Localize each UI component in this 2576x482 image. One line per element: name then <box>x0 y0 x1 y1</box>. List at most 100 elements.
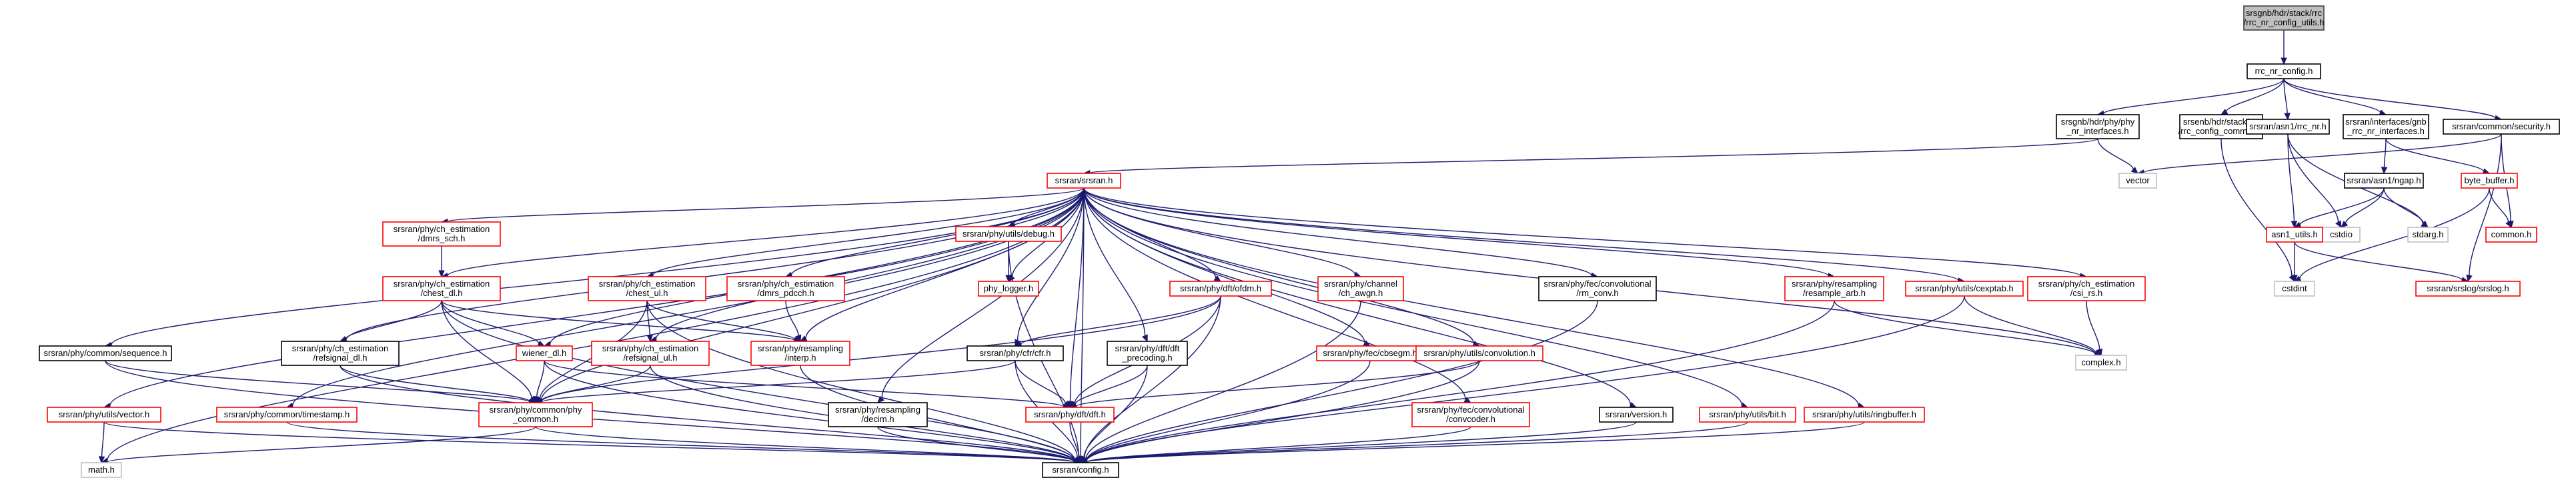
node-gnb_rrc_nr_if[interactable]: srsran/interfaces/gnb_rrc_nr_interfaces.… <box>2343 114 2429 139</box>
node-common_security[interactable]: srsran/common/security.h <box>2443 119 2560 135</box>
node-cbsegm[interactable]: srsran/phy/fec/cbsegm.h <box>1316 345 1424 361</box>
edge-common_security-to-srslog <box>2469 133 2502 276</box>
node-label-interp: /interp.h <box>785 353 816 363</box>
node-box-asn1_utils <box>2266 227 2323 243</box>
node-utils_bit[interactable]: srsran/phy/utils/bit.h <box>1699 407 1796 423</box>
edge-srsran_h-to-dft_h <box>1069 187 1085 402</box>
node-box-common_security <box>2443 119 2560 135</box>
node-version[interactable]: srsran/version.h <box>1599 407 1674 423</box>
node-complex_h[interactable]: complex.h <box>2075 355 2127 371</box>
node-dft_precoding[interactable]: srsran/phy/dft/dft_precoding.h <box>1107 341 1188 366</box>
node-label-interp: srsran/phy/resampling <box>758 343 843 353</box>
arrowhead-utils_debug-to-phy_logger <box>1005 275 1012 283</box>
edge-rrc_nr_config-to-phy_nr_if <box>2103 78 2285 114</box>
node-sequence[interactable]: srsran/phy/common/sequence.h <box>39 345 172 361</box>
node-timestamp[interactable]: srsran/phy/common/timestamp.h <box>216 407 358 423</box>
edge-phy_common-to-math_h <box>107 426 536 463</box>
node-label-dft_h: srsran/phy/dft/dft.h <box>1034 409 1106 419</box>
node-stdarg[interactable]: stdarg.h <box>2407 227 2449 243</box>
node-label-phy_nr_if: srsgnb/hdr/phy/phy <box>2061 117 2135 127</box>
edge-cfr-to-dft_h <box>1015 360 1066 404</box>
node-utils_vector[interactable]: srsran/phy/utils/vector.h <box>47 407 161 423</box>
node-refsignal_ul[interactable]: srsran/phy/ch_estimation/refsignal_ul.h <box>591 341 710 366</box>
node-asn1_rrc_nr[interactable]: srsran/asn1/rrc_nr.h <box>2246 119 2330 135</box>
node-convcoder[interactable]: srsran/phy/fec/convolutional/convcoder.h <box>1411 402 1530 427</box>
edge-phy_common-to-config_h <box>535 426 1075 463</box>
edge-chest_dl-to-wiener_dl <box>441 300 540 344</box>
node-decim[interactable]: srsran/phy/resampling/decim.h <box>828 402 928 427</box>
node-common_h[interactable]: common.h <box>2485 227 2537 243</box>
node-utils_convolution[interactable]: srsran/phy/utils/convolution.h <box>1415 345 1543 361</box>
node-cstdint[interactable]: cstdint <box>2274 281 2315 297</box>
node-label-asn1_rrc_nr: srsran/asn1/rrc_nr.h <box>2249 121 2327 131</box>
node-srslog[interactable]: srsran/srslog/srslog.h <box>2415 281 2521 297</box>
node-dft_ofdm[interactable]: srsran/phy/dft/ofdm.h <box>1169 281 1272 297</box>
node-interp[interactable]: srsran/phy/resampling/interp.h <box>750 341 850 366</box>
node-box-root <box>2243 5 2325 31</box>
node-root[interactable]: srsgnb/hdr/stack/rrc/rrc_nr_config_utils… <box>2243 5 2325 31</box>
edge-srsran_h-to-rm_conv <box>1083 187 1592 276</box>
node-box-timestamp <box>216 407 358 423</box>
node-resample_arb[interactable]: srsran/phy/resampling/resample_arb.h <box>1784 276 1884 301</box>
node-ringbuffer[interactable]: srsran/phy/utils/ringbuffer.h <box>1804 407 1925 423</box>
node-rrc_nr_config[interactable]: rrc_nr_config.h <box>2246 63 2321 79</box>
edge-common_security-to-vector <box>2143 133 2502 173</box>
node-ch_awgn[interactable]: srsran/phy/channel/ch_awgn.h <box>1317 276 1404 301</box>
edge-srsran_h-to-cfr <box>1017 187 1085 341</box>
node-dmrs_pdcch[interactable]: srsran/phy/ch_estimation/dmrs_pdcch.h <box>726 276 845 301</box>
node-box-dft_precoding <box>1107 341 1188 366</box>
node-cfr[interactable]: srsran/phy/cfr/cfr.h <box>967 345 1064 361</box>
node-box-complex_h <box>2075 355 2127 371</box>
edge-csi_rs-to-complex_h <box>2086 300 2100 350</box>
node-asn1_utils[interactable]: asn1_utils.h <box>2266 227 2323 243</box>
node-cexptab[interactable]: srsran/phy/utils/cexptab.h <box>1905 281 2024 297</box>
node-box-srsran_h <box>1047 173 1121 189</box>
node-vector[interactable]: vector <box>2118 173 2157 189</box>
node-rm_conv[interactable]: srsran/phy/fec/convolutional/rm_conv.h <box>1538 276 1657 301</box>
edge-rrc_nr_config-to-asn1_rrc_nr <box>2283 78 2288 114</box>
node-refsignal_dl[interactable]: srsran/phy/ch_estimation/refsignal_dl.h <box>281 341 400 366</box>
edge-srsran_h-to-cbsegm <box>1083 187 1365 343</box>
node-dft_h[interactable]: srsran/phy/dft/dft.h <box>1025 407 1115 423</box>
node-label-ringbuffer: srsran/phy/utils/ringbuffer.h <box>1812 409 1916 419</box>
node-cstdio[interactable]: cstdio <box>2322 227 2361 243</box>
edge-rrc_cfg_common-to-cstdint <box>2220 138 2293 276</box>
edge-srsran_h-to-utils_bit <box>1083 187 1743 406</box>
arrowhead-dmrs_sch-to-chest_dl <box>438 270 445 278</box>
arrowhead-common_security-to-srslog <box>2466 274 2473 283</box>
node-math_h[interactable]: math.h <box>81 462 122 478</box>
node-csi_rs[interactable]: srsran/phy/ch_estimation/csi_rs.h <box>2027 276 2146 301</box>
edge-refsignal_dl-to-phy_common <box>340 365 530 402</box>
node-srsran_h[interactable]: srsran/srsran.h <box>1047 173 1121 189</box>
node-label-vector: vector <box>2126 175 2150 185</box>
node-byte_buffer[interactable]: byte_buffer.h <box>2461 173 2518 189</box>
node-box-byte_buffer <box>2461 173 2518 189</box>
arrowhead-root-to-rrc_nr_config <box>2281 57 2287 65</box>
edge-cexptab-to-complex_h <box>1964 295 2096 353</box>
edge-dft_precoding-to-dft_h <box>1075 365 1148 405</box>
node-box-rm_conv <box>1538 276 1657 301</box>
arrowhead-wiener_dl-to-phy_common <box>534 395 540 404</box>
node-phy_nr_if[interactable]: srsgnb/hdr/phy/phy_nr_interfaces.h <box>2056 114 2140 139</box>
node-box-interp <box>750 341 850 366</box>
node-box-srslog <box>2415 281 2521 297</box>
node-wiener_dl[interactable]: wiener_dl.h <box>516 345 573 361</box>
node-chest_ul[interactable]: srsran/phy/ch_estimation/chest_ul.h <box>588 276 706 301</box>
node-config_h[interactable]: srsran/config.h <box>1042 462 1119 478</box>
node-chest_dl[interactable]: srsran/phy/ch_estimation/chest_dl.h <box>382 276 501 301</box>
node-phy_common[interactable]: srsran/phy/common/phy_common.h <box>478 402 593 427</box>
arrowhead-asn1_ngap-to-stdarg <box>2421 221 2429 228</box>
node-label-dmrs_sch: srsran/phy/ch_estimation <box>394 224 490 234</box>
node-label-phy_common: _common.h <box>512 414 558 424</box>
node-utils_debug[interactable]: srsran/phy/utils/debug.h <box>955 226 1062 242</box>
node-phy_logger[interactable]: phy_logger.h <box>978 281 1039 297</box>
node-dmrs_sch[interactable]: srsran/phy/ch_estimation/dmrs_sch.h <box>382 221 501 247</box>
edge-utils_vector-to-math_h <box>101 421 105 457</box>
node-asn1_ngap[interactable]: srsran/asn1/ngap.h <box>2344 173 2424 189</box>
node-label-chest_ul: srsran/phy/ch_estimation <box>599 279 696 289</box>
node-box-phy_logger <box>978 281 1039 297</box>
edge-rrc_nr_config-to-rrc_cfg_common <box>2226 78 2285 112</box>
arrowhead-asn1_ngap-to-cstdio <box>2341 221 2349 228</box>
arrowhead-srsran_h-to-decim <box>877 395 885 403</box>
edge-asn1_ngap-to-cstdio <box>2345 187 2385 224</box>
